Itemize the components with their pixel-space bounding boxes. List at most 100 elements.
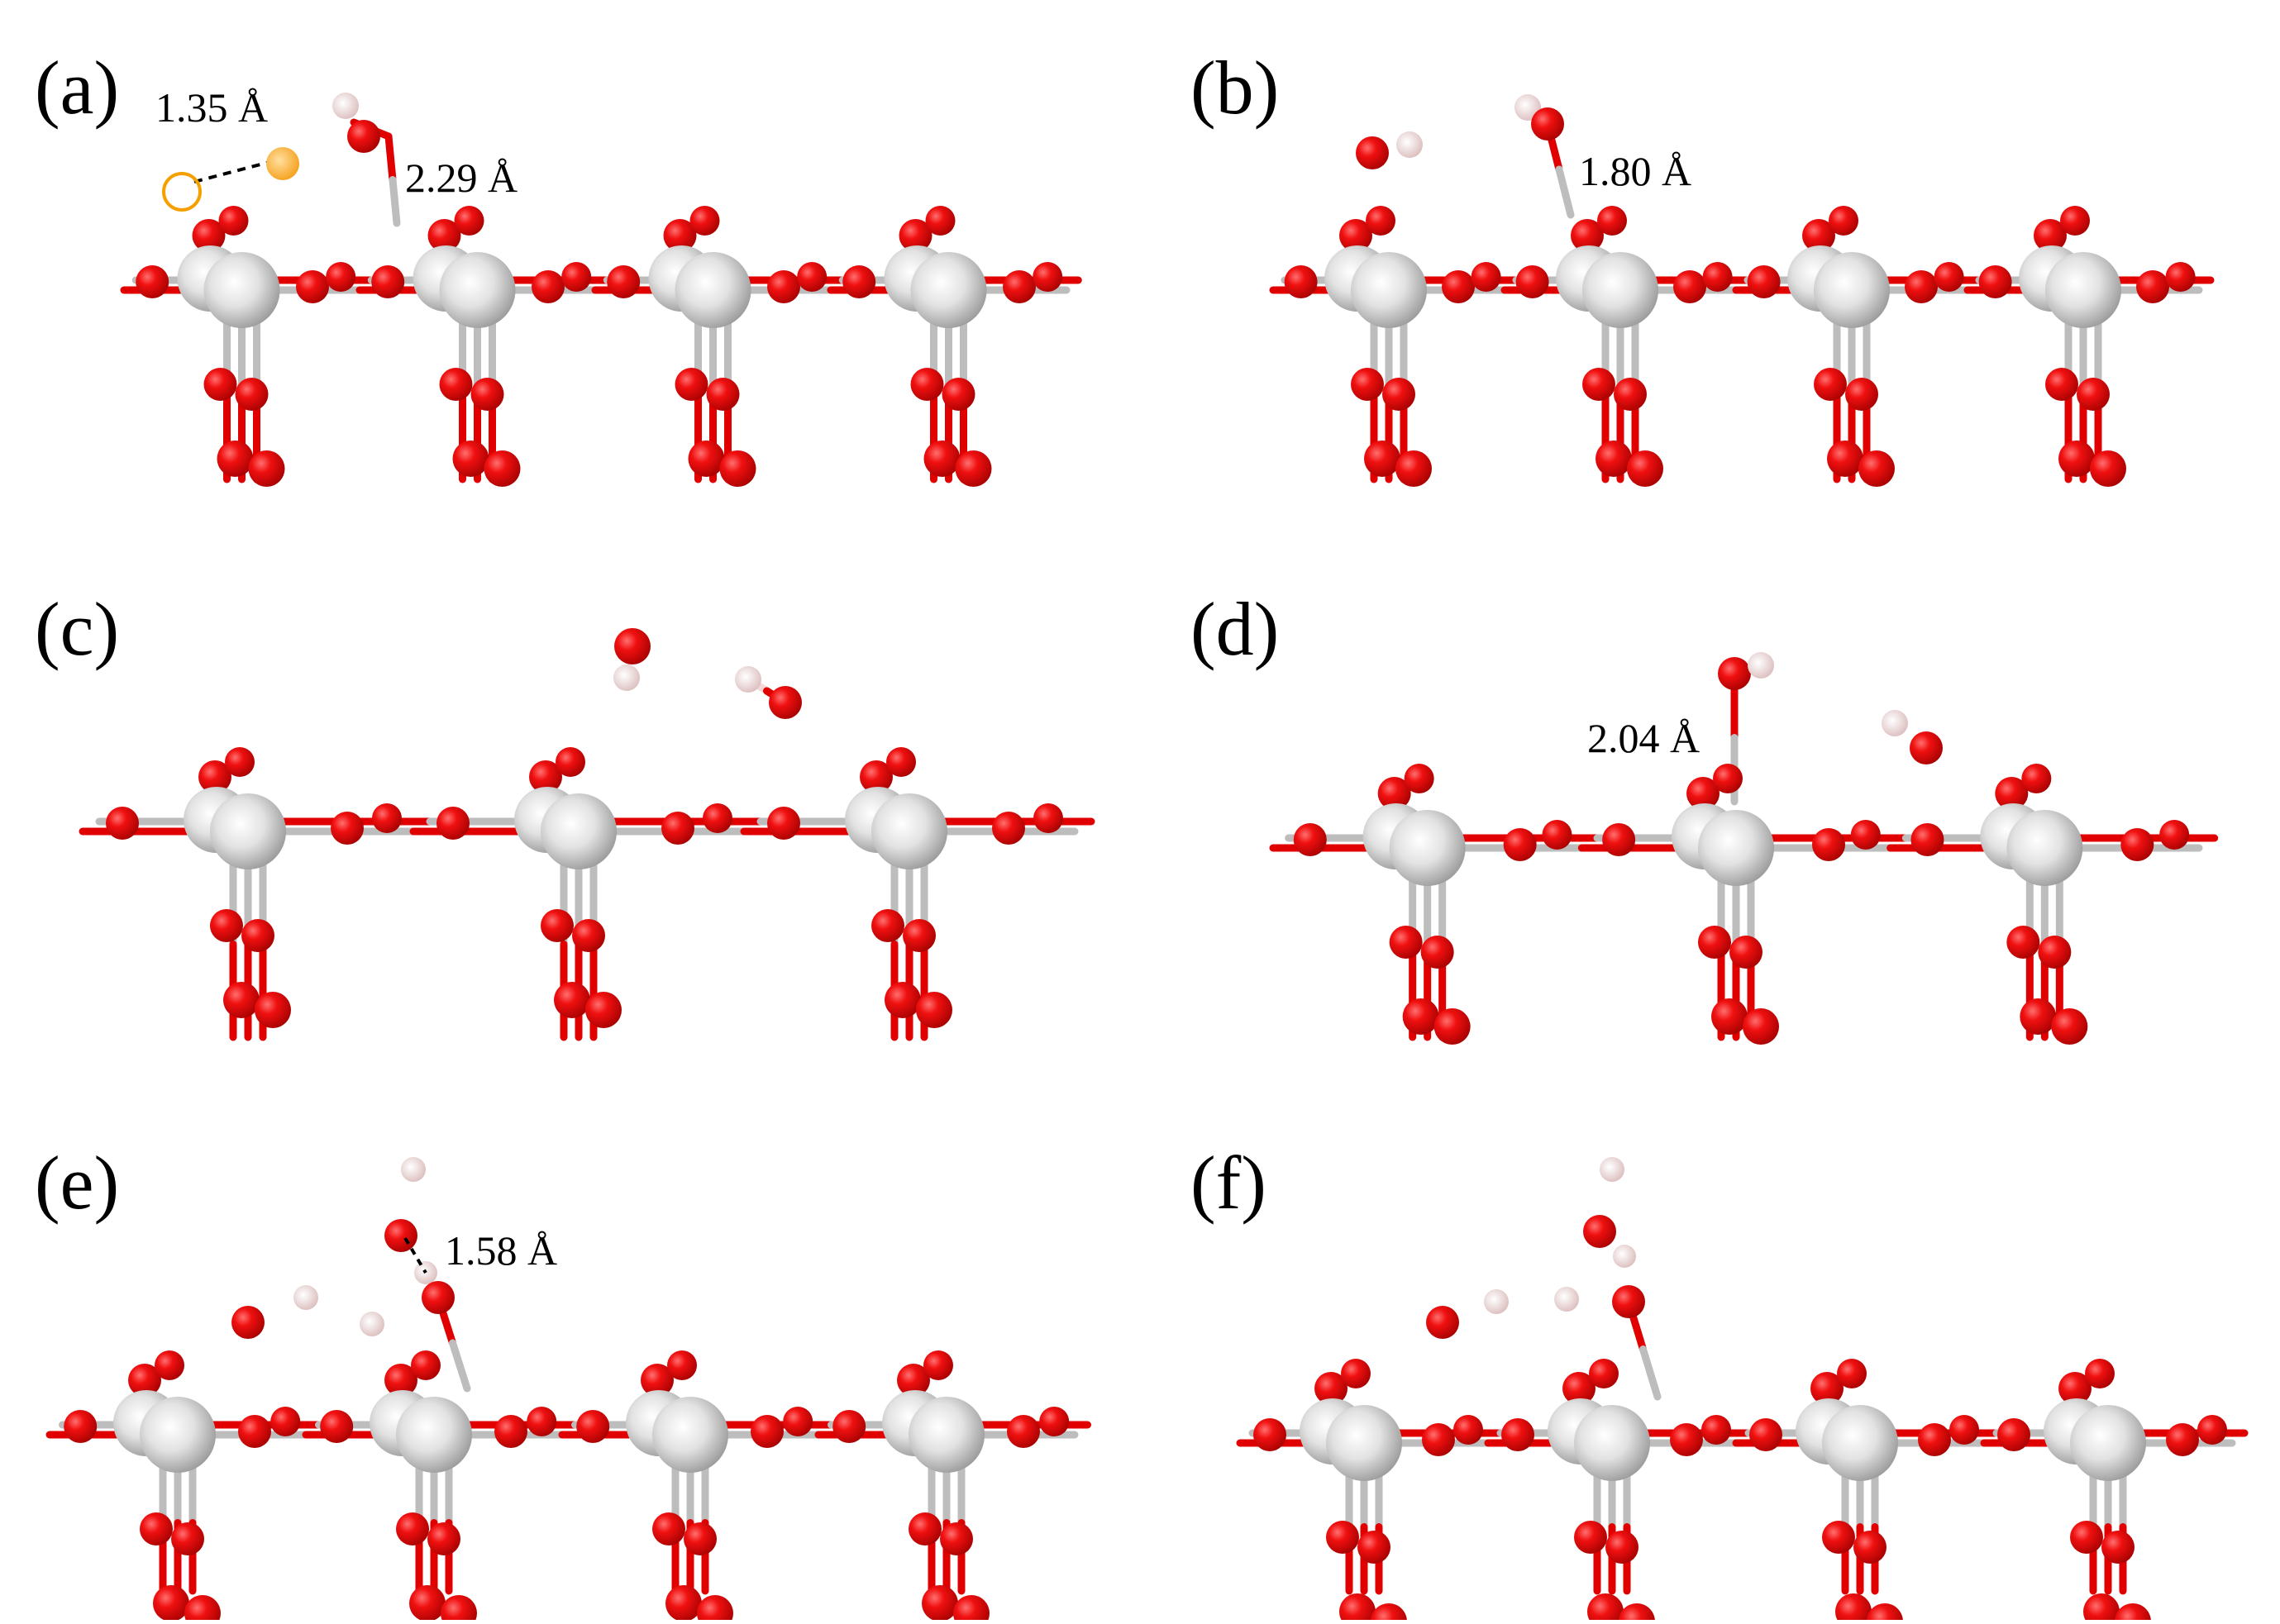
oxygen-atom bbox=[1802, 219, 1835, 252]
oxygen-atom bbox=[1602, 823, 1636, 856]
oxygen-atom bbox=[171, 1522, 204, 1555]
oxygen-atom bbox=[886, 747, 916, 777]
oxygen-atom bbox=[1596, 441, 1632, 477]
oxygen-atom bbox=[1845, 378, 1878, 411]
oxygen-atom bbox=[1033, 262, 1063, 292]
oxygen-atom bbox=[2020, 998, 2057, 1035]
oxygen-atom bbox=[554, 982, 590, 1018]
oxygen-atom bbox=[347, 120, 380, 153]
bond bbox=[389, 176, 401, 227]
metal-atom bbox=[1351, 252, 1427, 328]
oxygen-atom bbox=[372, 803, 402, 833]
oxygen-atom bbox=[955, 450, 992, 487]
hydrogen-bond-dashed bbox=[193, 160, 274, 183]
oxygen-atom bbox=[452, 441, 489, 477]
oxygen-atom bbox=[1853, 1531, 1886, 1564]
metal-atom bbox=[2070, 1405, 2146, 1481]
oxygen-atom bbox=[1835, 1593, 1872, 1624]
oxygen-atom bbox=[470, 378, 504, 411]
oxygen-atom bbox=[494, 1415, 527, 1448]
oxygen-atom bbox=[140, 1512, 173, 1545]
oxygen-atom bbox=[1810, 1372, 1844, 1405]
oxygen-atom bbox=[210, 909, 243, 942]
oxygen-atom bbox=[942, 378, 975, 411]
oxygen-atom bbox=[1003, 270, 1036, 303]
hydrogen-atom bbox=[1613, 1245, 1636, 1268]
oxygen-atom bbox=[860, 760, 893, 793]
oxygen-atom bbox=[2120, 828, 2154, 861]
oxygen-atom bbox=[231, 1306, 265, 1339]
oxygen-atom bbox=[541, 909, 574, 942]
hydrogen-atom bbox=[1748, 652, 1774, 679]
oxygen-atom bbox=[198, 760, 231, 793]
metal-atom bbox=[2006, 810, 2083, 886]
oxygen-atom bbox=[371, 265, 405, 298]
oxygen-atom bbox=[614, 628, 651, 664]
oxygen-atom bbox=[1471, 262, 1501, 292]
oxygen-atom bbox=[1713, 764, 1743, 793]
oxygen-atom bbox=[1341, 1359, 1371, 1388]
oxygen-atom bbox=[64, 1410, 98, 1443]
oxygen-atom bbox=[1814, 368, 1847, 401]
oxygen-atom bbox=[925, 206, 956, 236]
oxygen-atom bbox=[2197, 1415, 2227, 1445]
oxygen-atom bbox=[331, 812, 364, 845]
oxygen-atom bbox=[1501, 1418, 1534, 1451]
oxygen-atom bbox=[923, 1350, 953, 1380]
metal-atom bbox=[203, 252, 280, 328]
oxygen-atom bbox=[1453, 1415, 1483, 1445]
oxygen-atom bbox=[665, 1585, 702, 1622]
oxygen-atom bbox=[703, 803, 732, 833]
oxygen-atom bbox=[1426, 1306, 1459, 1339]
oxygen-atom bbox=[1670, 1423, 1703, 1456]
oxygen-atom bbox=[832, 1410, 866, 1443]
hydrogen-atom bbox=[735, 666, 761, 693]
oxygen-atom bbox=[1382, 378, 1415, 411]
oxygen-atom bbox=[652, 1512, 685, 1545]
oxygen-atom bbox=[1377, 777, 1411, 810]
oxygen-atom bbox=[106, 807, 139, 840]
oxygen-atom bbox=[556, 747, 585, 777]
oxygen-atom bbox=[436, 807, 470, 840]
oxygen-atom bbox=[1743, 1008, 1779, 1045]
oxygen-atom bbox=[2060, 206, 2090, 236]
oxygen-atom bbox=[922, 1585, 958, 1622]
oxygen-atom bbox=[1587, 1593, 1624, 1624]
hydrogen-atom bbox=[1882, 710, 1908, 736]
oxygen-atom bbox=[1829, 206, 1858, 236]
oxygen-atom bbox=[1995, 777, 2029, 810]
hydrogen-atom bbox=[401, 1157, 426, 1182]
metal-atom bbox=[541, 793, 617, 869]
oxygen-atom bbox=[940, 1522, 973, 1555]
oxygen-atom bbox=[255, 992, 291, 1028]
metal-atom bbox=[910, 252, 987, 328]
oxygen-atom bbox=[1582, 368, 1615, 401]
distance-label-e-1: 1.58 Å bbox=[445, 1227, 558, 1274]
bond bbox=[384, 132, 397, 183]
oxygen-atom bbox=[1422, 1423, 1455, 1456]
panel-label-e: (e) bbox=[35, 1141, 120, 1225]
oxygen-atom bbox=[384, 1219, 417, 1252]
oxygen-atom bbox=[1284, 265, 1318, 298]
oxygen-atom bbox=[697, 1595, 733, 1624]
metal-atom bbox=[909, 1397, 985, 1473]
oxygen-atom bbox=[1605, 1531, 1638, 1564]
oxygen-atom bbox=[1404, 764, 1434, 793]
oxygen-atom bbox=[1673, 270, 1706, 303]
oxygen-atom bbox=[1822, 1521, 1855, 1554]
oxygen-atom bbox=[1918, 1423, 1951, 1456]
metal-atom bbox=[871, 793, 947, 869]
oxygen-atom bbox=[225, 747, 255, 777]
oxygen-atom bbox=[1364, 441, 1400, 477]
oxygen-atom bbox=[1293, 823, 1327, 856]
panel-label-d: (d) bbox=[1190, 587, 1280, 671]
oxygen-atom bbox=[1339, 1593, 1376, 1624]
hydrogen-atom bbox=[293, 1285, 318, 1310]
oxygen-atom bbox=[1039, 1407, 1070, 1436]
transition-state-marker bbox=[162, 172, 202, 212]
oxygen-atom bbox=[409, 1585, 446, 1622]
oxygen-atom bbox=[484, 450, 521, 487]
oxygen-atom bbox=[1366, 206, 1395, 236]
